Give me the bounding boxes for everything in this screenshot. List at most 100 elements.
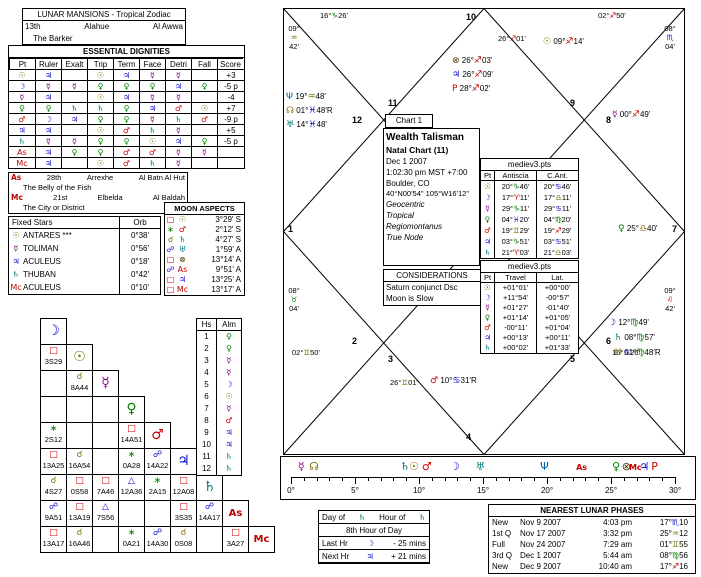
planet-glyph: ♄ xyxy=(203,479,216,495)
dignities-header-cell: Ruler xyxy=(35,58,61,69)
sign-glyph: ♊ xyxy=(401,378,409,387)
sign-glyph: ♐ xyxy=(631,110,640,120)
house-number: 1 xyxy=(204,332,209,341)
sign-glyph: ♑ xyxy=(331,11,339,20)
hour-ruler-glyph: ♄ xyxy=(418,512,426,522)
essential-dignities-title: ESSENTIAL DIGNITIES xyxy=(9,46,244,58)
grid-aspect-cell xyxy=(118,500,145,527)
day-of-label: Day of xyxy=(322,512,346,522)
aspect-glyph: ☌ xyxy=(76,528,83,538)
contra-antiscia-value: 03°♋51' xyxy=(536,236,578,247)
planet-glyph: ♀ xyxy=(484,215,491,224)
trip-glyph: ☉ xyxy=(87,124,113,135)
sign-glyph: ♍ xyxy=(671,551,680,560)
fall-glyph: ☉ xyxy=(191,102,217,113)
tick-mark xyxy=(636,477,638,481)
house-almuten-row: 4 ☿ xyxy=(197,367,241,379)
lunar-phase-row: 3rd Q Dec 1 2007 5:44 am 08°♍56 xyxy=(489,550,695,561)
trip-glyph: ☉ xyxy=(87,157,113,168)
almuten-glyph: ☉ xyxy=(216,391,241,403)
fixed-star-row: Mc ACULEUS 0°10' xyxy=(9,281,160,294)
chart-tab[interactable]: Chart 1 xyxy=(385,114,433,128)
houses-almuten-rows: 1 ♀ 2 ♀ 3 ☿ 4 ☿ 5 ☽ 6 ☉ 7 ☿ 8 ♂ xyxy=(197,331,241,475)
moon-aspect-row: ☍ ♅ 1°59' A xyxy=(165,245,244,255)
house-almuten-row: 12 ♄ xyxy=(197,463,241,475)
mansion-number: 28th xyxy=(46,173,62,182)
cusp-degree-label: 08°♉04' xyxy=(286,286,302,313)
cusp-degree-label: 02°♊50' xyxy=(292,348,320,357)
grid-aspect-cell: ☌16A54 xyxy=(66,448,93,475)
planet-glyph: ☽ xyxy=(47,323,60,339)
chart-time: 1:02:30 pm MST +7:00 xyxy=(386,168,468,177)
travel-row: ♀ +01°14' +01°05' xyxy=(481,313,578,323)
planet-glyph: ♀ xyxy=(618,224,625,234)
aspect-glyph: □ xyxy=(166,255,175,264)
house-almuten-row: 3 ☿ xyxy=(197,355,241,367)
trip-glyph: ♀ xyxy=(87,113,113,124)
lunar-phase-row: New Dec 9 2007 10:40 am 17°♐16 xyxy=(489,561,695,572)
moon-aspects-title: MOON ASPECTS xyxy=(165,203,244,215)
tick-mark xyxy=(483,477,484,484)
grid-aspect-cell xyxy=(92,422,119,449)
almuten-glyph: ☿ xyxy=(216,355,241,367)
aspect-glyph: □ xyxy=(231,528,240,538)
dignities-rows: ☉ ♃ ☉ ♃ ☿ ☿ +3 ☽ ☿ ☿ ♀ ♀ ♀ ♃ ♀ -5 p ☿ xyxy=(9,69,244,168)
ruler-glyph: ♀ xyxy=(35,102,61,113)
grid-aspect-cell: ☍9A51 xyxy=(40,500,67,527)
sign-glyph: ♐ xyxy=(474,70,483,80)
travel-value: +00°13' xyxy=(494,333,536,343)
chart-coords: 40°N00'54" 105°W16'12" xyxy=(386,189,469,198)
bar-planet-glyph: ☿ xyxy=(297,460,305,473)
aspect-orb-value: 3A27 xyxy=(226,539,245,548)
planet-glyph: ♃ xyxy=(12,257,20,266)
house-number: 5 xyxy=(570,354,576,364)
fixed-stars-rows: ☉ ANTARES *** 0°38' ☿ TOLIMAN 0°56' ♃ AC… xyxy=(9,229,160,294)
house-number: 11 xyxy=(202,452,211,461)
travel-row: ☿ +01°27' -01°40' xyxy=(481,303,578,313)
planet-glyph: ♄ xyxy=(614,333,623,343)
cusp-degree-label: 09°♌42' xyxy=(662,286,678,313)
hour-of-day-label: 8th Hour of Day xyxy=(319,524,429,537)
mansion-name: Alahue xyxy=(84,22,110,31)
house-number: 9 xyxy=(204,428,209,437)
bar-planet-glyph: ☉ xyxy=(408,460,419,473)
tick-mark xyxy=(342,477,344,481)
grid-aspect-cell: ☌4S27 xyxy=(40,474,67,501)
aspect-orb-value: 3S29 xyxy=(44,357,63,366)
grid-aspect-cell: ☌16A46 xyxy=(66,526,93,553)
sign-glyph: ♌ xyxy=(666,295,674,304)
phase-time: 5:44 am xyxy=(603,551,632,560)
latitude-value: -00°57' xyxy=(536,293,578,303)
aspect-orb-value: 0S08 xyxy=(174,539,193,548)
house-number: 3 xyxy=(388,354,394,364)
cusp-degree-label: 08°♏04' xyxy=(662,24,678,51)
dignities-header-cell: Face xyxy=(139,58,165,69)
travel-row: ♃ +00°13' +00°11' xyxy=(481,333,578,343)
house-number: 2 xyxy=(352,336,358,346)
grid-planet-cell: ♂ xyxy=(144,422,171,449)
score-value: -5 p xyxy=(217,80,244,91)
point-mansion-entry: As 28th Arrexhe Al Batn Al Hut The Belly… xyxy=(9,173,187,193)
dignities-header-cell: Detri xyxy=(165,58,191,69)
house-number: 3 xyxy=(204,356,209,365)
day-ruler-glyph: ♄ xyxy=(358,512,366,522)
aspect-glyph: ☌ xyxy=(76,450,83,460)
house-number: 6 xyxy=(606,336,612,346)
travel-rows: ☉ +01°01' +00°00' ☽ +11°54' -00°57' ☿ +0… xyxy=(481,283,578,353)
bar-planet-glyph: ♂ xyxy=(421,460,432,473)
score-value xyxy=(217,146,244,157)
latitude-value: +00°00' xyxy=(536,283,578,293)
grid-aspect-cell xyxy=(66,422,93,449)
phase-name: New xyxy=(492,518,509,527)
aspect-glyph: ☍ xyxy=(166,245,175,254)
latitude-value: +01°33' xyxy=(536,343,578,353)
aspect-orb: 13°17' A xyxy=(211,285,241,294)
detri-glyph: ☿ xyxy=(165,146,191,157)
aspect-orb-value: 7S56 xyxy=(96,513,115,522)
grid-planet-cell: ♃ xyxy=(170,448,197,475)
sign-glyph: ♐ xyxy=(509,34,517,43)
sign-glyph: ♊ xyxy=(303,348,311,357)
travel-header: Travel xyxy=(494,272,536,283)
grid-aspect-cell: ∗0A21 xyxy=(118,526,145,553)
almuten-glyph: ♄ xyxy=(216,451,241,463)
